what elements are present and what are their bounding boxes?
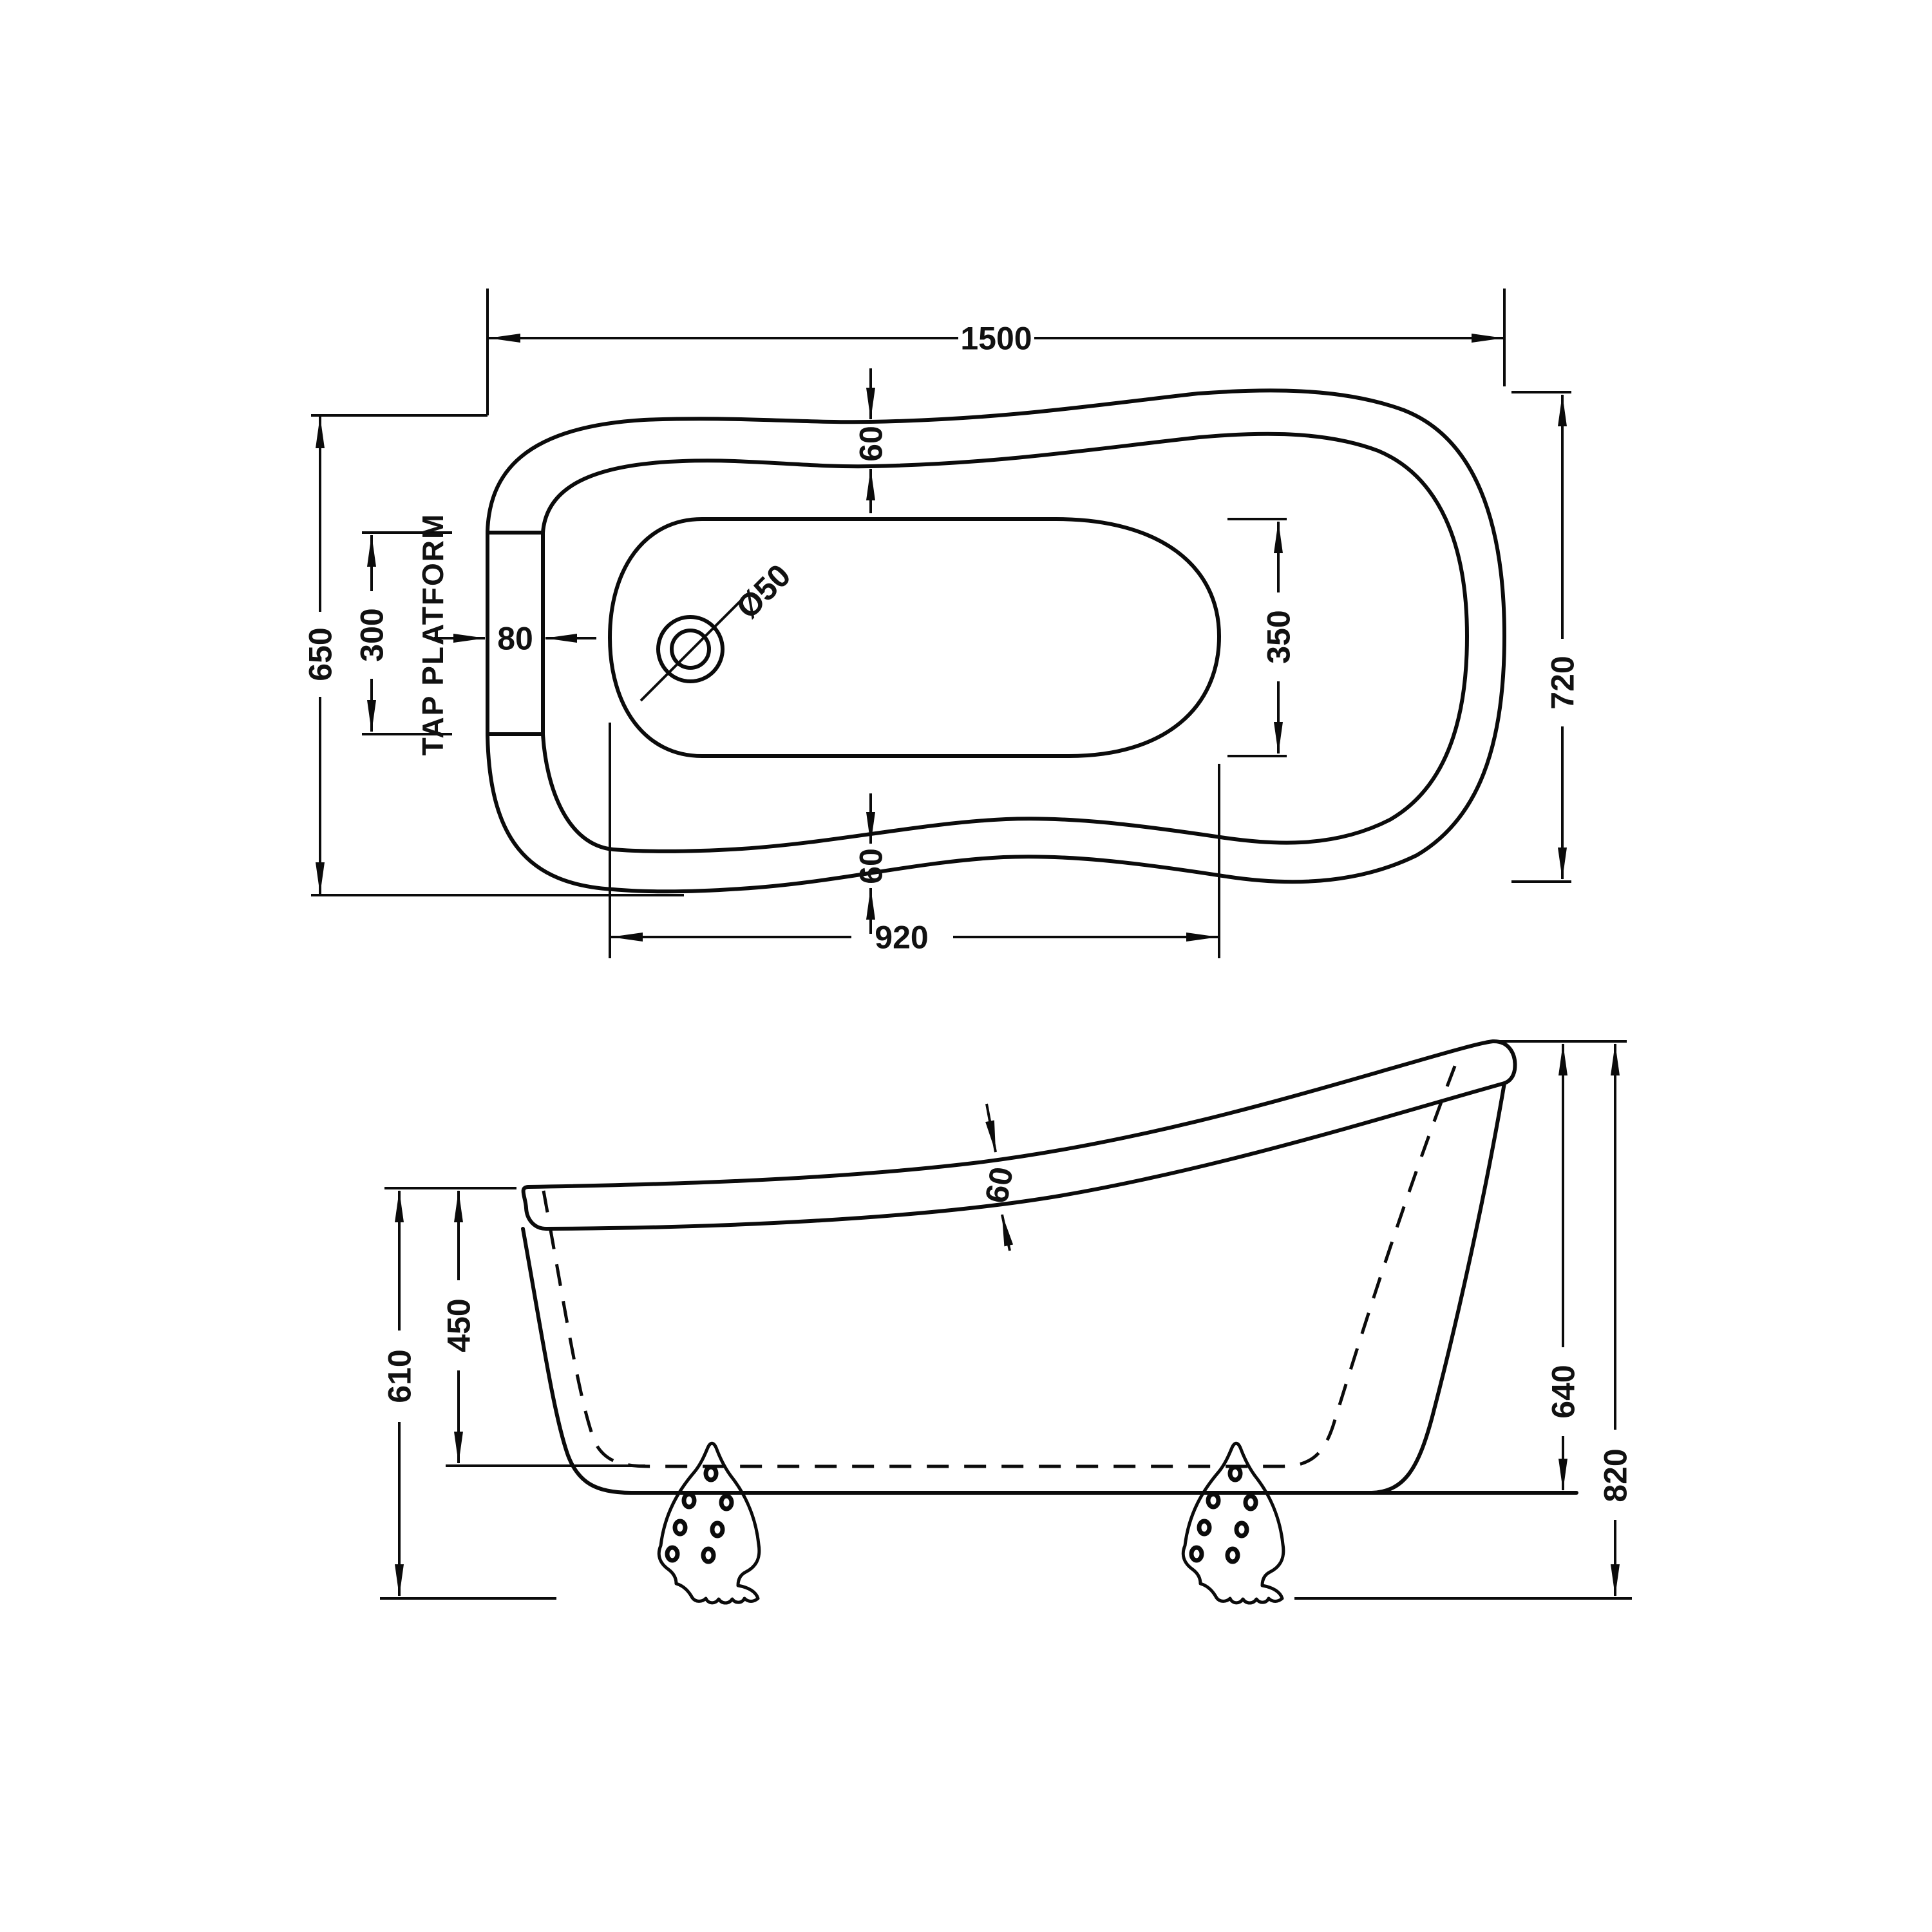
- dim-label: 820: [1598, 1448, 1634, 1502]
- dim-label: 610: [382, 1349, 418, 1403]
- top-view: Ø50 1500 650 300 TAP PLATFORM: [303, 289, 1581, 958]
- waste-diameter-label: Ø50: [729, 557, 797, 625]
- basin-outline: [608, 517, 1221, 758]
- dim-label: 1500: [960, 321, 1032, 357]
- dim-label: 450: [441, 1298, 477, 1352]
- dim-label: 60: [853, 848, 889, 884]
- dim-label: 720: [1545, 656, 1581, 709]
- dim-label: 80: [497, 621, 533, 657]
- dim-line: [1001, 1214, 1014, 1251]
- dim-internal-depth: 450: [441, 1190, 645, 1467]
- dim-width-right: 720: [1511, 391, 1581, 883]
- dim-label: 640: [1546, 1365, 1582, 1418]
- waste-leader-line: [639, 593, 748, 702]
- dim-basin-length: 920: [609, 723, 1220, 958]
- dim-platform-length: 300: [354, 531, 452, 735]
- side-rim-profile: [521, 1039, 1517, 1231]
- dim-line: [985, 1103, 997, 1153]
- tap-platform-label: TAP PLATFORM: [416, 513, 450, 756]
- top-outer-outline: [486, 388, 1506, 894]
- waste-inner-circle: [670, 629, 711, 670]
- side-back-edge: [1370, 1081, 1506, 1495]
- dim-label: 350: [1261, 610, 1297, 663]
- dim-overall-height: 820: [1598, 1043, 1634, 1596]
- dim-rim-width-top: 60: [853, 368, 889, 513]
- dim-label: 60: [978, 1164, 1020, 1206]
- side-view: 610 450 60 640 820: [380, 1039, 1634, 1603]
- dim-width-left: 650: [303, 414, 684, 896]
- top-inner-rim-line: [541, 431, 1469, 853]
- dim-label: 920: [875, 920, 928, 956]
- dim-back-body-height: 640: [1495, 1040, 1627, 1491]
- dim-front-rim-height: 610: [382, 1187, 516, 1596]
- dim-basin-width: 350: [1227, 518, 1297, 757]
- dim-label: 60: [853, 426, 889, 462]
- waste-outer-circle: [656, 615, 724, 683]
- dim-label: 650: [303, 627, 339, 681]
- dim-rim-thickness: 60: [978, 1103, 1020, 1251]
- dim-rim-width-bottom: 60: [853, 793, 889, 934]
- dim-overall-length: 1500: [486, 289, 1506, 415]
- dim-label: 300: [354, 608, 390, 661]
- side-front-wall-and-bottom: [521, 1227, 1578, 1495]
- side-interior-hidden-line: [542, 1064, 1457, 1468]
- dim-platform-width: 80: [434, 621, 596, 657]
